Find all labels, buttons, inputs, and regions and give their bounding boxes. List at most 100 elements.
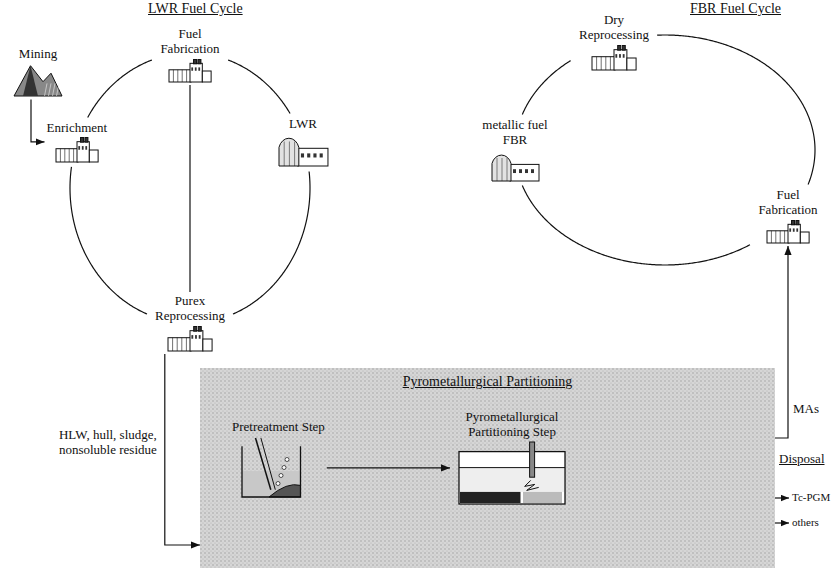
node-label: LWR [289,117,317,132]
hall-stripe [64,149,65,162]
hall-stripe [775,231,776,243]
building-window [320,154,323,158]
feed-tube [261,438,275,490]
disposal-arrow [775,522,789,523]
plant-icon [766,220,810,244]
disposal-arrow [775,497,789,498]
plant-icon [168,59,212,83]
building-window [307,154,310,158]
cell-vessel [459,451,565,503]
plant-tower [77,142,89,162]
reactor-icon [490,150,540,182]
stream-label: MAs [793,402,819,417]
facility-node: Enrichment [45,119,110,166]
hall-stripe [605,57,606,70]
dome-stripe [497,158,498,181]
flow-arrow [31,99,45,142]
plant-stack [85,138,88,143]
mountain-shade [23,66,38,96]
hall-stripe [601,57,602,70]
plant-stack [796,220,799,224]
plant-window [793,228,795,231]
node-label: Purex Reprocessing [150,294,230,324]
building-window [313,154,316,158]
plant-window [789,228,791,231]
plant-window [195,335,197,339]
plant-annex [800,232,809,243]
facility-node: Purex Reprocessing [148,292,232,354]
dome-stripe [284,142,285,167]
cycle-arc [70,167,147,314]
hall-stripe [173,70,174,82]
plant-window [191,67,193,70]
electrode [530,442,535,477]
plant-icon [591,45,637,71]
facility-node: Dry Reprocessing [572,11,656,73]
plant-stack [792,220,795,224]
building-window [513,169,516,173]
cycle-arc [189,85,190,292]
hall-stripe [69,149,70,162]
mountain-hatch [57,84,60,97]
node-label: Mining [19,47,57,62]
plant-hall [767,231,789,243]
hall-stripe [784,231,785,243]
mountain-hatch [53,84,56,97]
plant-window [198,67,200,70]
hall-stripe [186,338,187,351]
plant-annex [89,150,98,162]
hall-stripe [771,231,772,243]
hall-stripe [60,149,61,162]
mountain-shape [14,66,62,96]
facility-node: Fuel Fabrication [153,25,227,85]
plant-stack [194,59,197,63]
plant-stack [194,326,197,331]
building-window [301,154,304,158]
node-label: Pretreatment Step [232,420,325,435]
deposit-star [525,480,539,490]
hall-stripe [182,70,183,82]
plant-window [85,147,87,151]
waste-stream: others [792,516,819,529]
mountain-hatch [45,84,48,97]
cycle-title: LWR Fuel Cycle [148,1,243,17]
reactor-building [298,149,328,167]
process-step: Pretreatment Step [230,418,327,501]
hall-stripe [181,338,182,351]
plant-tower [190,63,202,82]
cycle-arc [233,172,310,314]
plant-window [78,147,80,151]
mountain-icon [13,63,63,97]
reactor-node: LWR [275,115,331,170]
mine-site: Mining [11,45,65,100]
plant-window [199,335,201,339]
plant-hall [168,338,191,351]
bubble [276,481,280,485]
dome-stripe [289,142,290,167]
cycle-arc [522,61,570,115]
plant-annex [627,58,636,70]
plant-tower [614,50,627,70]
flow-arrow [165,354,200,545]
node-label: Pyrometallurgical Partitioning Step [452,410,572,440]
hall-stripe [186,70,187,82]
plant-hall [592,57,615,70]
reactor-icon [277,133,329,167]
plant-window [623,54,625,58]
reactor-building [510,164,539,181]
reactor-node: metallic fuel FBR [478,116,552,184]
hall-stripe [177,338,178,351]
node-label: Fuel Fabrication [155,27,225,57]
plant-stack [80,138,83,143]
plant-icon [55,137,99,163]
dome-stripe [507,158,508,181]
hall-stripe [172,338,173,351]
cycle-title: FBR Fuel Cycle [690,1,781,17]
hall-stripe [177,70,178,82]
bubble [282,465,286,469]
dome-stripe [502,158,503,181]
flow-arrow [327,467,450,468]
dome-stripe [294,142,295,167]
node-label: Dry Reprocessing [574,13,654,43]
